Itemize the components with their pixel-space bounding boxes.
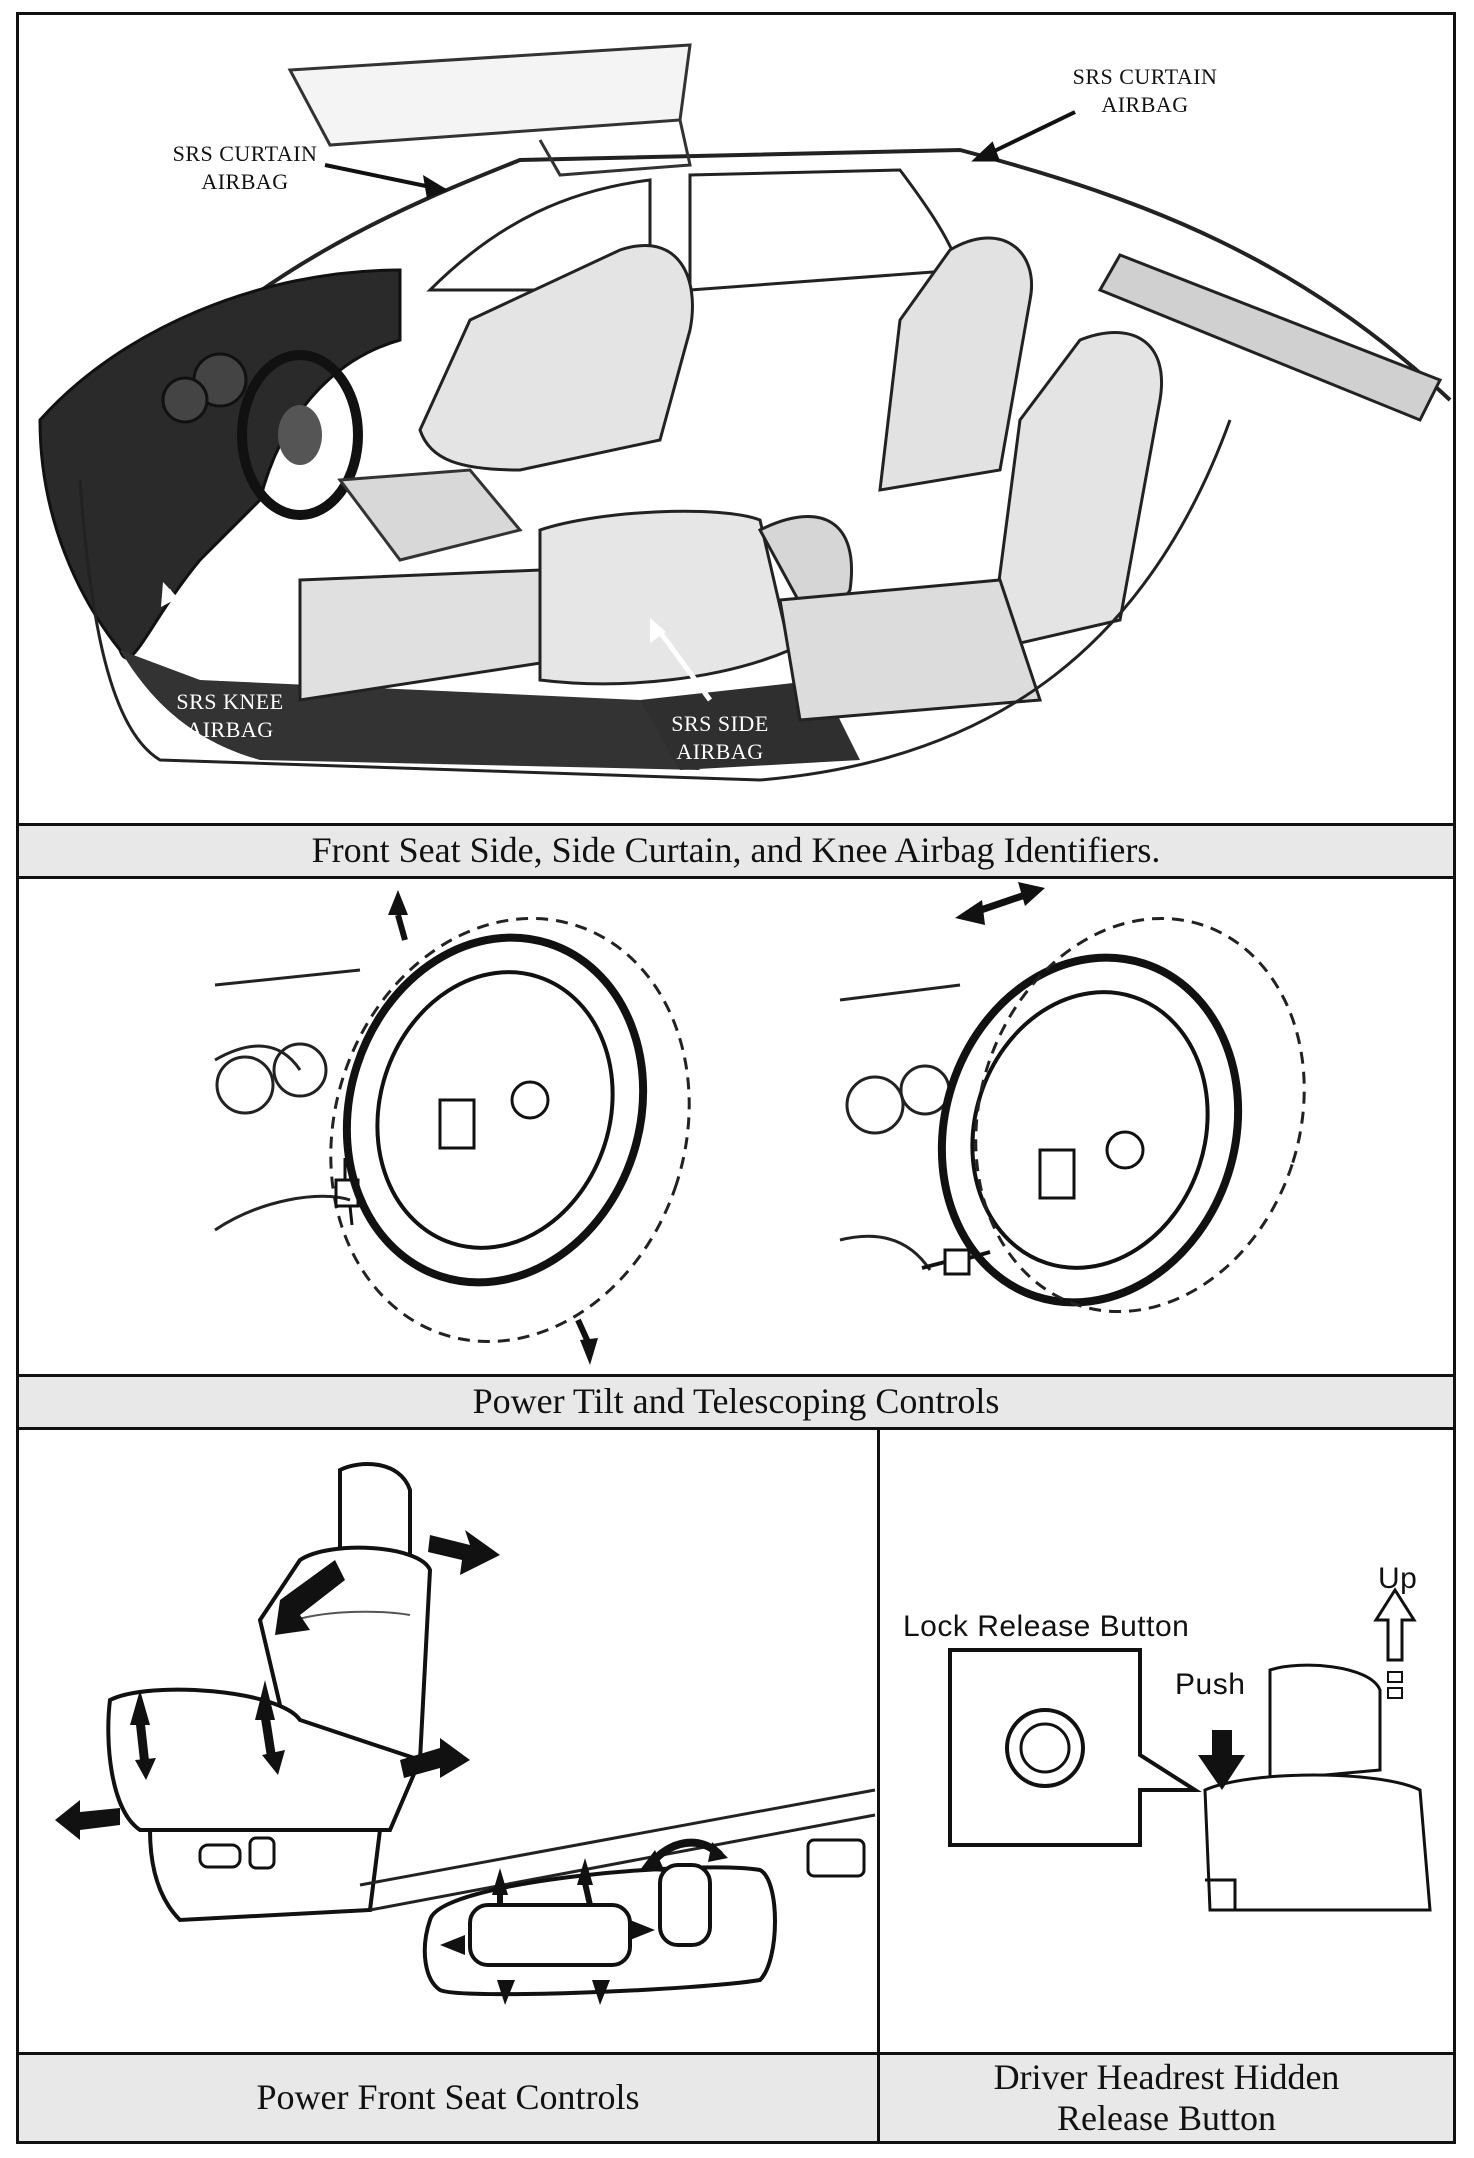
srs-knee-airbag-label: SRS KNEE AIRBAG [155,688,305,743]
label-line: SRS SIDE [671,711,769,736]
srs-curtain-airbag-label-right: SRS CURTAIN AIRBAG [1050,63,1240,118]
divider [16,2052,1456,2055]
divider [16,876,1456,879]
lock-release-button-label: Lock Release Button [903,1610,1190,1643]
caption-airbag-identifiers: Front Seat Side, Side Curtain, and Knee … [19,826,1453,876]
caption-headrest-release: Driver Headrest Hidden Release Button [880,2055,1453,2141]
divider [16,823,1456,826]
divider [16,1374,1456,1377]
label-line: AIRBAG [1101,91,1189,117]
label-line: SRS CURTAIN [1072,64,1218,89]
caption-line: Driver Headrest Hidden [993,2056,1340,2097]
label-line: AIRBAG [186,716,274,742]
caption-tilt-telescoping: Power Tilt and Telescoping Controls [19,1377,1453,1427]
label-line: AIRBAG [676,738,764,764]
label-line: AIRBAG [201,168,289,194]
divider-vertical [877,1427,880,2144]
caption-line: Release Button [1057,2098,1276,2138]
divider [16,1427,1456,1430]
push-label: Push [1175,1668,1246,1701]
srs-side-airbag-label: SRS SIDE AIRBAG [650,710,790,765]
document-frame [16,12,1456,2144]
srs-curtain-airbag-label-left: SRS CURTAIN AIRBAG [150,140,340,195]
label-line: SRS CURTAIN [172,141,318,166]
label-line: SRS KNEE [176,689,284,714]
up-label: Up [1378,1562,1418,1595]
caption-power-front-seat: Power Front Seat Controls [19,2055,877,2141]
